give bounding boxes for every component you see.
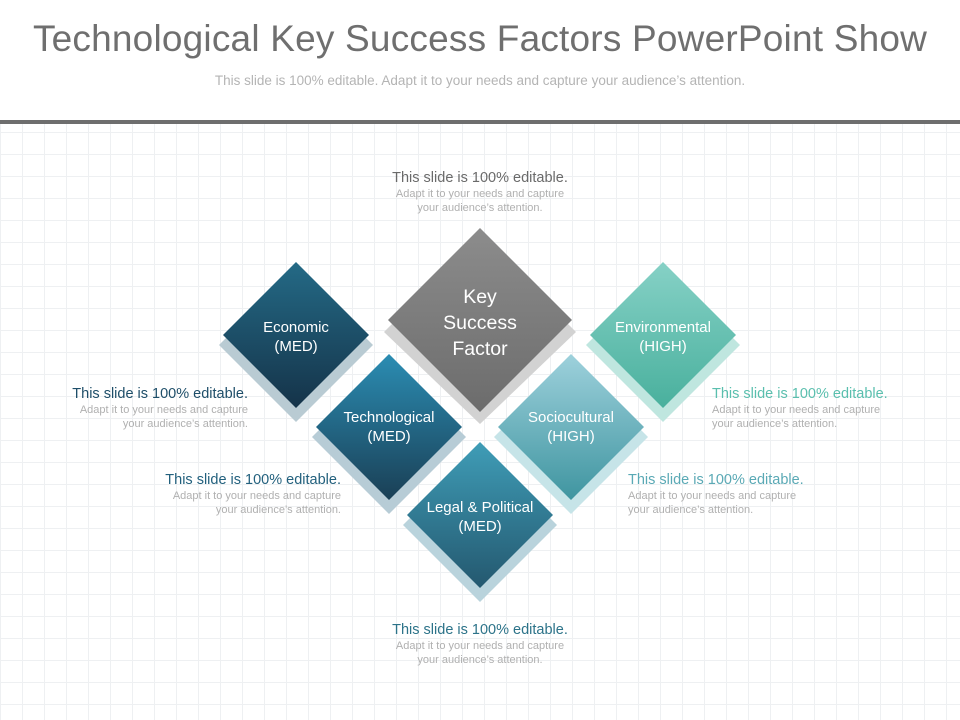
diamond-legal-label: Legal & Political (MED) [397,498,563,536]
diamond-environmental: Environmental (HIGH) [580,260,746,426]
callout-left-lower-heading: This slide is 100% editable. [165,472,341,488]
diamond-center-line3: Factor [452,338,508,360]
callout-left-upper: This slide is 100% editable. Adapt it to… [38,386,248,431]
diamond-technological-title: Technological [343,409,435,426]
diamond-technological-level: (MED) [367,428,411,445]
callout-right-upper-body-1: Adapt it to your needs and capture [712,404,881,416]
diamond-environmental-shape [586,262,740,422]
diamond-environmental-label: Environmental (HIGH) [580,318,746,356]
slide-title: Technological Key Success Factors PowerP… [32,18,928,59]
callout-left-upper-heading: This slide is 100% editable. [72,386,248,402]
diamond-legal-political: Legal & Political (MED) [397,440,563,606]
diamond-economic: Economic (MED) [213,260,379,426]
diamond-legal-shape [403,442,557,602]
callout-top-body-1: Adapt it to your needs and capture [395,188,565,200]
diamond-economic-title: Economic [263,319,329,336]
callout-right-lower: This slide is 100% editable. Adapt it to… [628,472,838,517]
callout-right-upper-body-2: your audience’s attention. [712,418,838,430]
callout-right-upper: This slide is 100% editable. Adapt it to… [712,386,922,431]
callout-right-lower-heading: This slide is 100% editable. [628,472,804,488]
diamond-sociocultural: Sociocultural (HIGH) [488,352,654,518]
callout-left-lower: This slide is 100% editable. Adapt it to… [131,472,341,517]
callout-right-lower-body-2: your audience’s attention. [628,504,754,516]
diamond-center-label: Key Success Factor [378,284,582,362]
diamond-key-success-factor: Key Success Factor [378,224,582,428]
slide-subtitle: This slide is 100% editable. Adapt it to… [214,73,746,88]
callout-left-lower-body-1: Adapt it to your needs and capture [172,490,341,502]
diamond-sociocultural-level: (HIGH) [547,428,595,445]
diamond-center-line1: Key [463,286,497,308]
diamond-technological: Technological (MED) [306,352,472,518]
diamond-technological-shape [312,354,466,514]
callout-right-lower-body-1: Adapt it to your needs and capture [628,490,797,502]
callout-top: This slide is 100% editable. Adapt it to… [375,170,585,215]
diamond-environmental-title: Environmental [615,319,711,336]
callout-left-lower-body-2: your audience’s attention. [215,504,341,516]
callout-right-upper-heading: This slide is 100% editable. [712,386,888,402]
diamond-economic-shape [219,262,373,422]
diamond-economic-label: Economic (MED) [213,318,379,356]
diamond-legal-title: Legal & Political [426,499,534,516]
diamond-sociocultural-label: Sociocultural (HIGH) [488,408,654,446]
callout-bottom-body-1: Adapt it to your needs and capture [395,640,565,652]
slide-header: Technological Key Success Factors PowerP… [0,0,960,120]
callout-left-upper-body-2: your audience’s attention. [122,418,248,430]
diamond-center-line2: Success [443,312,517,334]
callout-bottom: This slide is 100% editable. Adapt it to… [375,622,585,667]
diamond-technological-label: Technological (MED) [306,408,472,446]
callout-left-upper-body-1: Adapt it to your needs and capture [79,404,248,416]
callout-top-body-2: your audience’s attention. [417,202,543,214]
diamond-center-shape [384,228,576,424]
header-divider [0,120,960,124]
diamond-sociocultural-title: Sociocultural [528,409,614,426]
diamond-legal-level: (MED) [458,518,502,535]
diamond-environmental-level: (HIGH) [639,338,687,355]
diamond-economic-level: (MED) [274,338,318,355]
diamond-sociocultural-shape [494,354,648,514]
callout-bottom-heading: This slide is 100% editable. [392,622,568,638]
callout-bottom-body-2: your audience’s attention. [417,654,543,666]
callout-top-heading: This slide is 100% editable. [392,170,568,186]
